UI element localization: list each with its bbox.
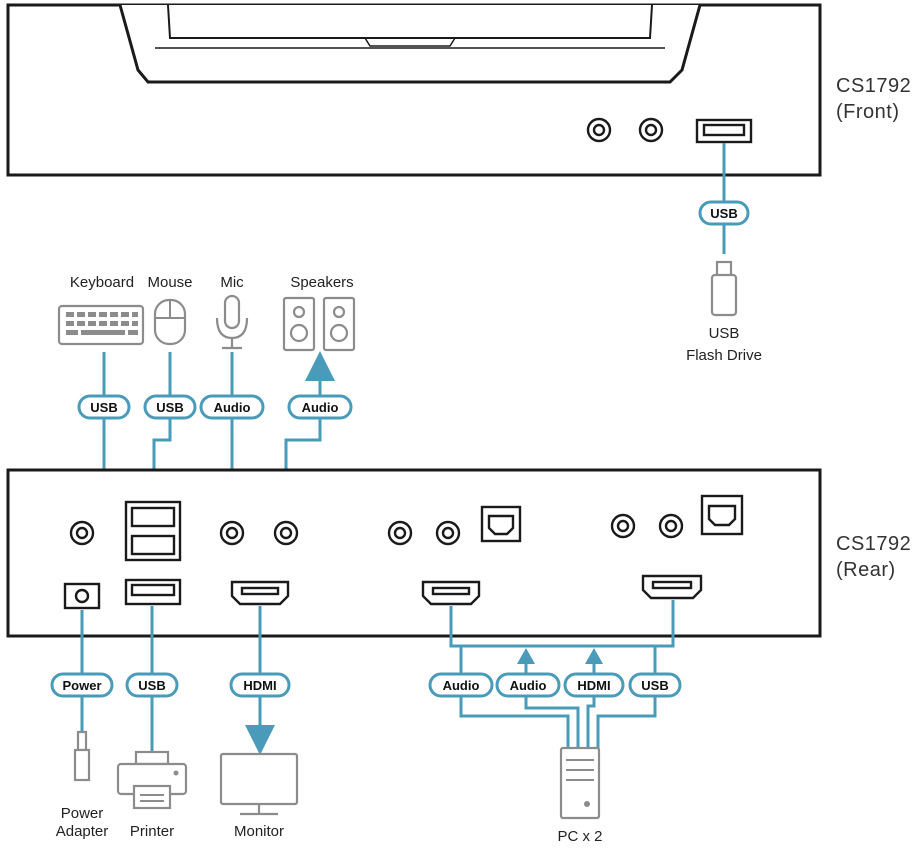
pc2-audio-jack-1 xyxy=(610,513,636,539)
keyboard-icon xyxy=(57,304,145,346)
rear-usb-printer-port xyxy=(124,578,182,606)
rear-hdmi-console-port xyxy=(230,580,290,606)
rear-unit-view: (Rear) xyxy=(836,559,896,581)
front-usb-port xyxy=(695,118,753,144)
keyboard-usb-pill: USB xyxy=(77,394,131,420)
mic-audio-pill: Audio xyxy=(199,394,265,420)
pc2-audio-jack-2 xyxy=(658,513,684,539)
rear-power-port xyxy=(63,582,101,610)
svg-text:USB: USB xyxy=(641,678,668,693)
rear-unit-model: CS1792 xyxy=(836,533,911,555)
flash-drive-icon xyxy=(710,260,738,317)
monitor-icon xyxy=(219,752,299,816)
svg-text:HDMI: HDMI xyxy=(577,678,610,693)
pc-label: PC x 2 xyxy=(557,828,602,845)
svg-text:USB: USB xyxy=(90,400,117,415)
pc-audio-1-pill: Audio xyxy=(428,672,494,698)
pc-audio-2-pill: Audio xyxy=(495,672,561,698)
printer-label: Printer xyxy=(130,823,174,840)
pc-usb-pill: USB xyxy=(628,672,682,698)
power-adapter-icon xyxy=(73,730,91,782)
svg-text:Audio: Audio xyxy=(443,678,480,693)
rear-audio-jack-1 xyxy=(69,520,95,546)
keyboard-label: Keyboard xyxy=(70,274,134,291)
svg-text:Audio: Audio xyxy=(214,400,251,415)
power-adapter-label-line1: Power xyxy=(61,805,104,822)
monitor-label: Monitor xyxy=(234,823,284,840)
flash-drive-label-line1: USB xyxy=(709,325,740,342)
mouse-icon xyxy=(153,298,187,346)
speakers-audio-pill: Audio xyxy=(287,394,353,420)
svg-text:Audio: Audio xyxy=(302,400,339,415)
pc-audio-2-arrow xyxy=(517,648,535,664)
mic-label: Mic xyxy=(220,274,244,291)
printer-usb-pill: USB xyxy=(125,672,179,698)
rear-unit xyxy=(6,468,822,638)
mouse-usb-pill: USB xyxy=(143,394,197,420)
svg-text:Power: Power xyxy=(62,678,101,693)
flash-usb-pill: USB xyxy=(698,200,750,226)
mic-icon xyxy=(215,294,249,350)
front-audio-jack-1 xyxy=(586,117,612,143)
power-adapter-label-line2: Adapter xyxy=(56,823,109,840)
printer-icon xyxy=(116,750,188,810)
speakers-label: Speakers xyxy=(290,274,353,291)
speakers-icon xyxy=(282,296,356,352)
rear-mic-jack xyxy=(219,520,245,546)
svg-text:USB: USB xyxy=(710,206,737,221)
pc1-audio-jack-2 xyxy=(435,520,461,546)
pc2-hdmi-port xyxy=(641,574,703,600)
svg-text:USB: USB xyxy=(138,678,165,693)
flash-drive-label-line2: Flash Drive xyxy=(686,347,762,364)
monitor-hdmi-pill: HDMI xyxy=(229,672,291,698)
pc2-usb-b-port xyxy=(700,494,744,536)
front-unit-panel xyxy=(118,4,702,84)
front-unit-model: CS1792 xyxy=(836,75,911,97)
svg-text:Audio: Audio xyxy=(510,678,547,693)
svg-text:USB: USB xyxy=(156,400,183,415)
front-panel-notch xyxy=(364,37,456,47)
mouse-label: Mouse xyxy=(147,274,192,291)
rear-usb-ports-stack xyxy=(124,500,182,562)
pc-bus-line xyxy=(449,600,675,648)
pc1-hdmi-port xyxy=(421,580,481,606)
power-pill: Power xyxy=(50,672,114,698)
front-audio-jack-2 xyxy=(638,117,664,143)
rear-speaker-jack xyxy=(273,520,299,546)
front-unit-panel-inner xyxy=(167,4,653,39)
pc-hdmi-arrow xyxy=(585,648,603,664)
pc1-audio-jack-1 xyxy=(387,520,413,546)
front-unit-view: (Front) xyxy=(836,101,900,123)
pc-tower-icon xyxy=(559,746,601,820)
svg-text:HDMI: HDMI xyxy=(243,678,276,693)
pc1-usb-b-port xyxy=(480,505,522,543)
pc-hdmi-pill: HDMI xyxy=(563,672,625,698)
front-unit xyxy=(6,3,822,177)
